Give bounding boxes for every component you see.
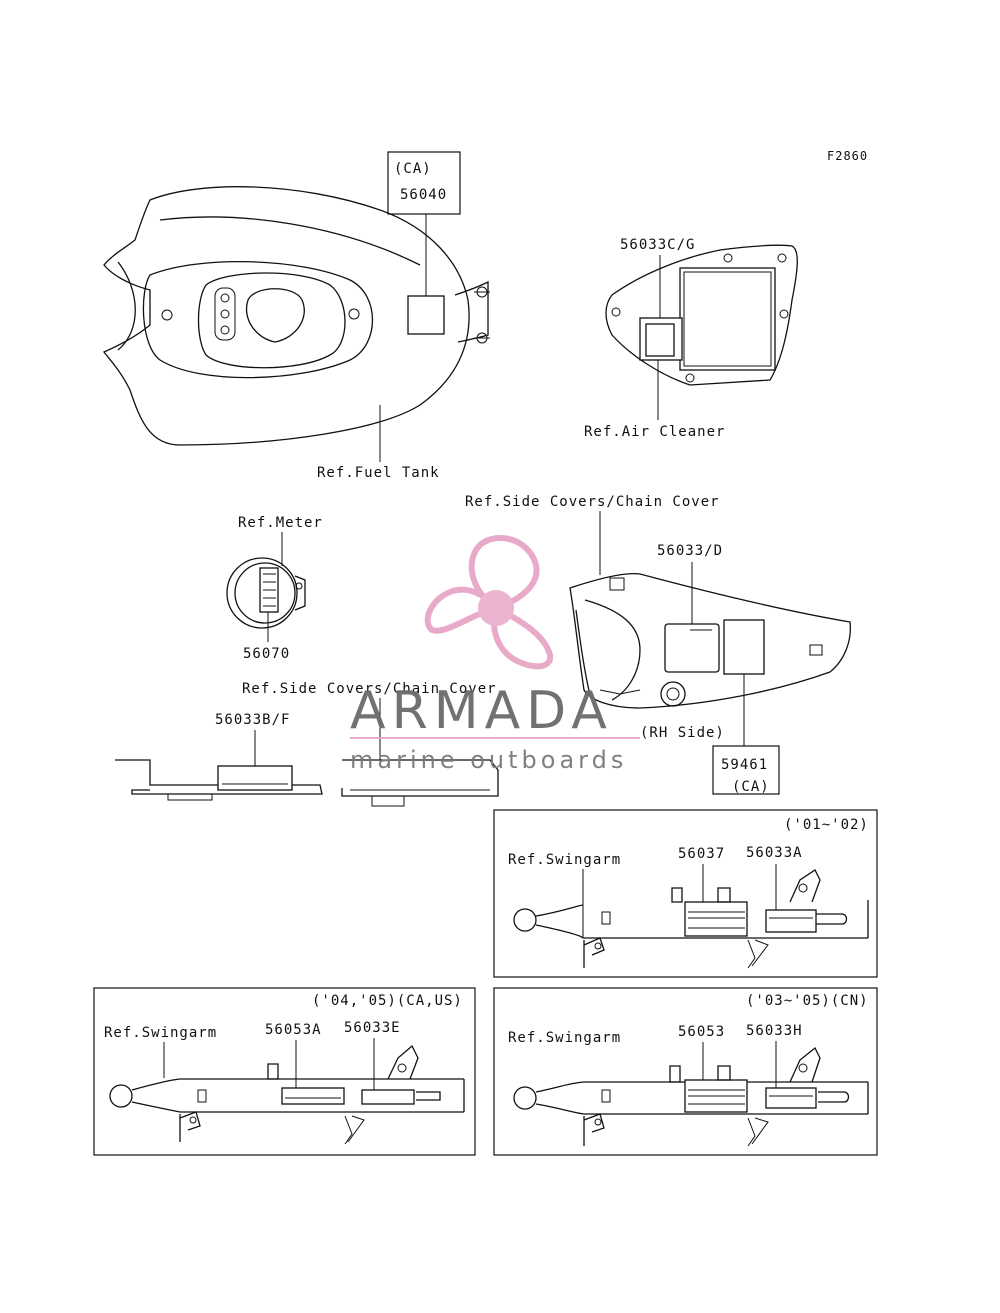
- label-decal-56033d: [664, 623, 720, 673]
- watermark-brand: ARMADA: [350, 681, 613, 741]
- swingarm-03-05-ref-label: Ref.Swingarm: [508, 1030, 621, 1046]
- swingarm-04-05-ref-label: Ref.Swingarm: [104, 1025, 217, 1041]
- meter-drawing: [226, 557, 306, 629]
- callout-part-56040: 56040: [400, 187, 447, 203]
- panel-swingarm-04-05: [93, 987, 476, 1156]
- fuel-tank-drawing: [102, 186, 490, 446]
- label-decal-56033b: [217, 765, 293, 791]
- panel-swingarm-03-05: [493, 987, 878, 1156]
- swingarm-01-02-ref-label: Ref.Swingarm: [508, 852, 621, 868]
- swingarm-01-02-part-a: 56037: [678, 846, 725, 862]
- side-cover-lh-drawing: [115, 759, 499, 807]
- swingarm-04-05-drawing: [109, 1042, 465, 1145]
- air-cleaner-part: 56033C/G: [620, 237, 695, 253]
- callout-box-59461: [712, 745, 780, 795]
- ref-side-cover-rh-label: Ref.Side Covers/Chain Cover: [465, 494, 720, 510]
- ref-air-cleaner-label: Ref.Air Cleaner: [584, 424, 725, 440]
- ref-side-cover-lh-label: Ref.Side Covers/Chain Cover: [242, 681, 497, 697]
- swingarm-03-05-part-b: 56033H: [746, 1023, 803, 1039]
- swingarm-01-02-part-b: 56033A: [746, 845, 803, 861]
- callout-box-56040: [387, 151, 461, 215]
- swingarm-04-05-part-a: 56053A: [265, 1022, 322, 1038]
- swingarm-03-05-part-a: 56053: [678, 1024, 725, 1040]
- swingarm-01-02-drawing: [513, 869, 869, 969]
- side-cover-lh-part: 56033B/F: [215, 712, 290, 728]
- label-decal-56033c: [645, 323, 675, 357]
- swingarm-01-02-years: ('01~'02): [784, 817, 869, 833]
- ref-meter-label: Ref.Meter: [238, 515, 323, 531]
- swingarm-03-05-years: ('03~'05)(CN): [746, 993, 869, 1009]
- label-decal-56053a: [281, 1087, 345, 1105]
- figure-code: F2860: [827, 149, 868, 163]
- label-decal-59461: [723, 619, 765, 675]
- watermark-tagline: marine outboards: [350, 746, 627, 774]
- label-decal-56033h: [765, 1087, 817, 1109]
- propeller-logo-icon: [424, 534, 554, 670]
- callout-region-ca-tank: (CA): [394, 161, 432, 177]
- side-cover-rh-side-note: (RH Side): [640, 725, 725, 741]
- callout-part-59461: 59461: [721, 757, 768, 773]
- swingarm-03-05-drawing: [513, 1046, 869, 1147]
- meter-part: 56070: [243, 646, 290, 662]
- label-decal-56037: [684, 901, 748, 937]
- swingarm-04-05-part-b: 56033E: [344, 1020, 401, 1036]
- label-decal-56033e: [361, 1089, 415, 1105]
- air-cleaner-drawing: [605, 244, 798, 386]
- panel-swingarm-01-02: [493, 809, 878, 978]
- label-decal-56033a: [765, 909, 817, 933]
- callout-region-ca-cover: (CA): [732, 779, 770, 795]
- side-cover-rh-part: 56033/D: [657, 543, 723, 559]
- swingarm-04-05-years: ('04,'05)(CA,US): [312, 993, 463, 1009]
- side-cover-rh-drawing: [569, 572, 851, 709]
- ref-fuel-tank-label: Ref.Fuel Tank: [317, 465, 440, 481]
- armada-watermark: ARMADA marine outboards: [350, 534, 640, 774]
- label-decal-56040: [407, 295, 445, 335]
